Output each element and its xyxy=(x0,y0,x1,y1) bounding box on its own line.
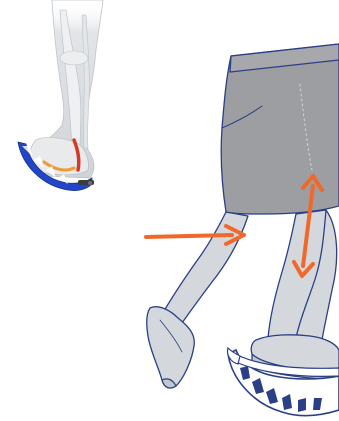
orange-horizontal-arrow xyxy=(146,226,244,244)
board-slot-5 xyxy=(298,398,306,412)
back-shoe xyxy=(147,307,195,388)
xray-knee xyxy=(60,51,88,65)
xray-leg-inset xyxy=(18,0,103,191)
